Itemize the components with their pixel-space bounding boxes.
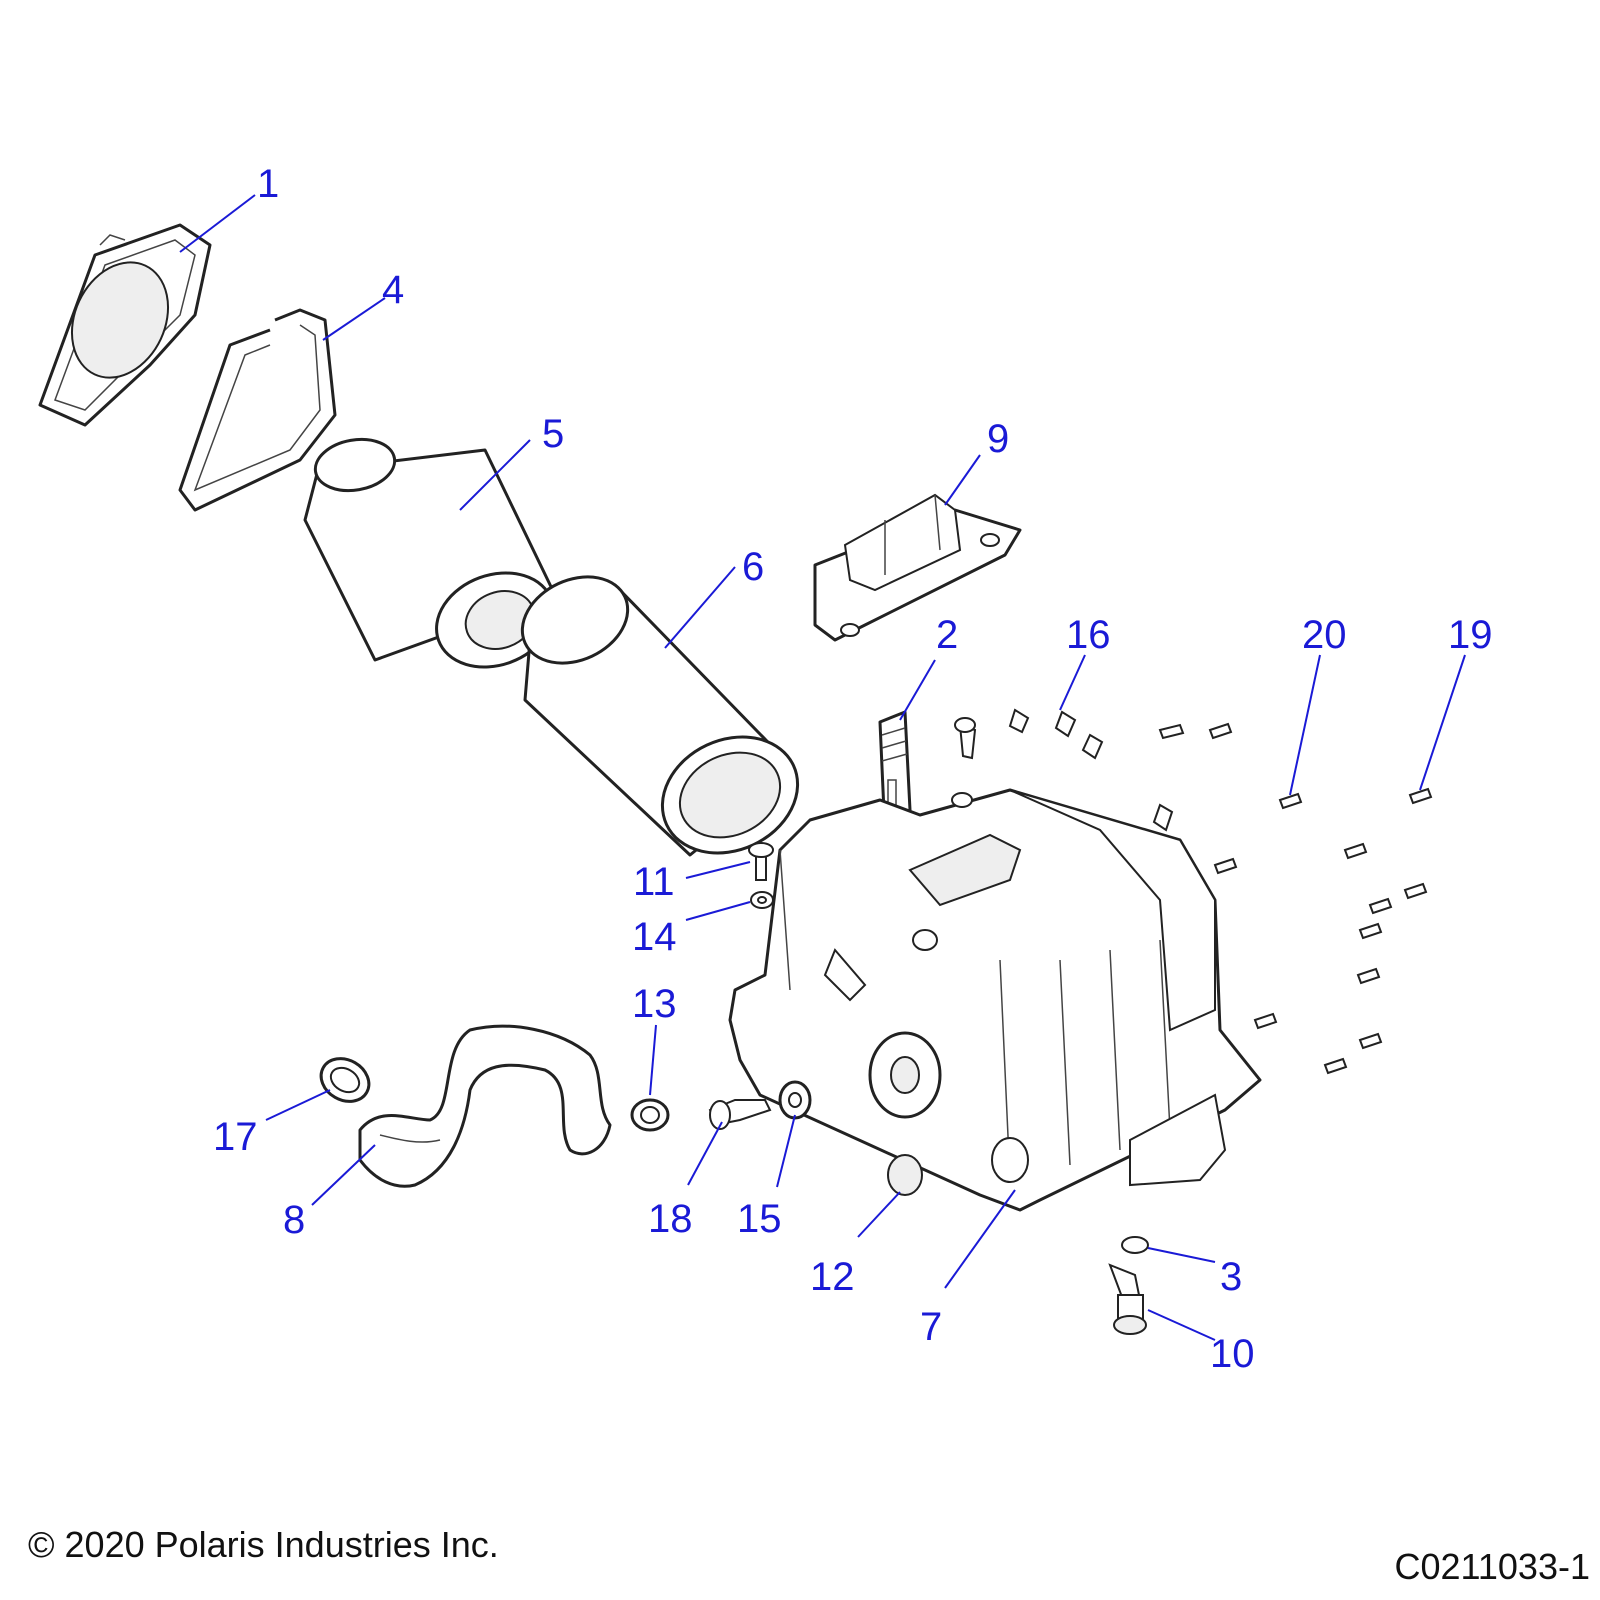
callout-19: 19 (1448, 613, 1493, 657)
callout-16: 16 (1066, 613, 1111, 657)
part-1-inlet-cover (38, 223, 212, 427)
callout-3: 3 (1220, 1255, 1242, 1299)
drawing-number: C0211033-1 (1394, 1546, 1591, 1587)
callout-13: 13 (632, 982, 677, 1026)
callout-11: 11 (633, 860, 675, 904)
callout-20: 20 (1302, 613, 1347, 657)
callout-2: 2 (936, 613, 958, 657)
callout-5: 5 (542, 412, 564, 456)
callout-1: 1 (257, 162, 279, 206)
part-4-seal (178, 308, 337, 512)
callout-14: 14 (632, 915, 677, 959)
callout-12: 12 (810, 1255, 855, 1299)
part-8-hose (358, 1024, 612, 1188)
part-18-fitting (708, 1099, 772, 1130)
part-17-clamp (319, 1057, 371, 1103)
copyright-notice: © 2020 Polaris Industries Inc. (28, 1524, 499, 1565)
part-12-plug (887, 1154, 923, 1196)
part-15-grommet (778, 1080, 812, 1120)
leader-lines (179, 194, 1466, 1341)
callout-4: 4 (382, 268, 404, 312)
part-11-bolt (748, 842, 774, 881)
callout-10: 10 (1210, 1332, 1255, 1376)
bolts-hardware-group (951, 708, 1433, 1075)
callout-7: 7 (920, 1305, 942, 1349)
part-9-bracket (813, 493, 1022, 642)
part-14-washer (750, 891, 774, 909)
part-7-air-box-housing (728, 788, 1262, 1212)
part-10-drain-valve (1108, 1263, 1147, 1335)
callout-17: 17 (213, 1115, 258, 1159)
callout-9: 9 (987, 417, 1009, 461)
callout-8: 8 (283, 1198, 305, 1242)
part-13-clamp (630, 1098, 670, 1132)
part-3-o-ring (1121, 1236, 1149, 1254)
callout-6: 6 (742, 545, 764, 589)
callout-18: 18 (648, 1197, 693, 1241)
callout-15: 15 (737, 1197, 782, 1241)
part-6-outer-filter (520, 575, 800, 857)
callout-labels: 1 4 5 6 9 2 16 20 19 11 14 13 17 8 18 15… (213, 162, 1493, 1376)
